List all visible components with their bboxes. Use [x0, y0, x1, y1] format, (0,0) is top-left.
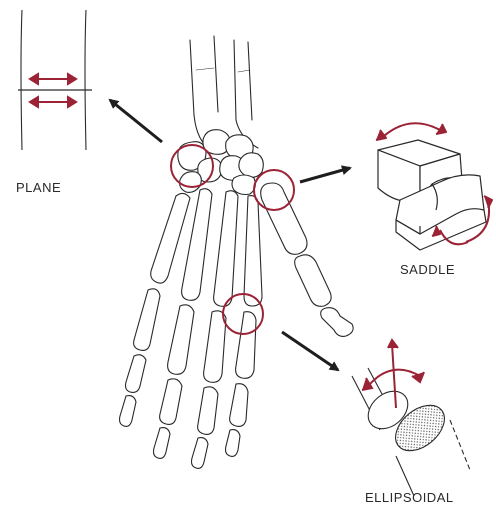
arrow-to-plane	[110, 100, 162, 142]
saddle-joint-icon	[376, 123, 492, 250]
metacarpal-bones	[151, 189, 262, 307]
arrow-to-ellipsoidal	[282, 332, 338, 370]
plane-label: PLANE	[16, 180, 61, 195]
plane-joint-icon	[18, 10, 92, 150]
carpal-bones	[178, 130, 264, 195]
phalanges	[120, 289, 257, 469]
ellipsoidal-joint-icon	[352, 340, 470, 496]
arrow-to-saddle	[300, 168, 350, 182]
ellipsoidal-label: ELLIPSOIDAL	[365, 490, 454, 505]
saddle-label: SADDLE	[400, 262, 455, 277]
thumb-bones	[261, 183, 353, 336]
